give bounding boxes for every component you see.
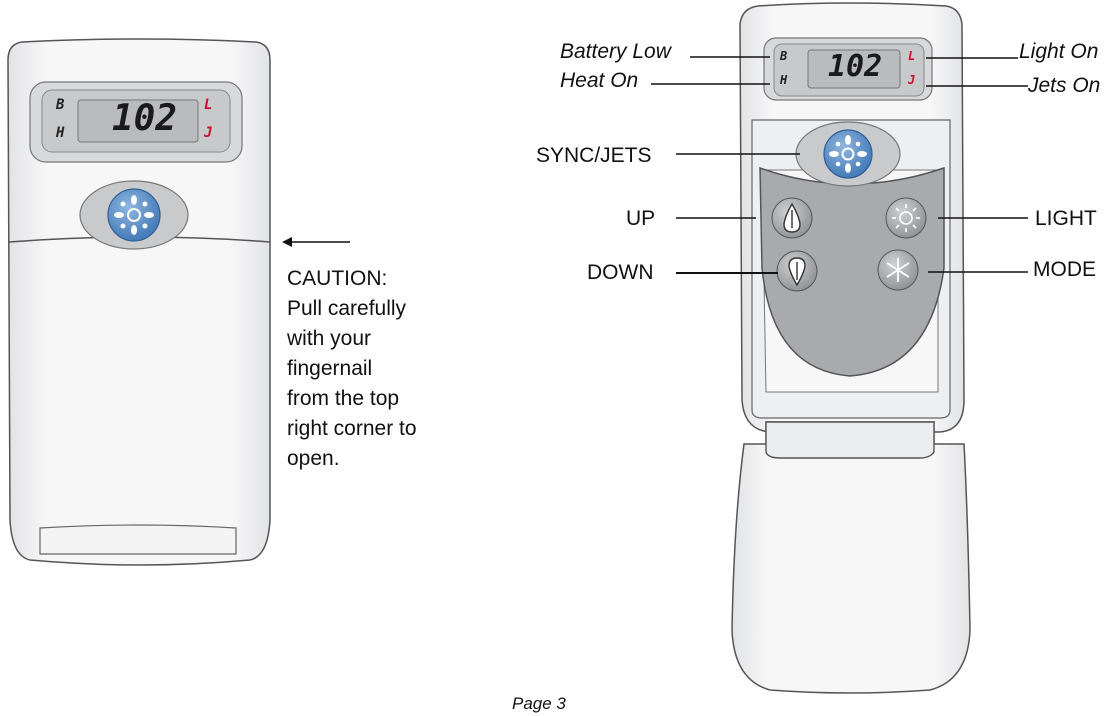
temperature-readout: 102 (112, 98, 178, 139)
up-label: UP (626, 207, 656, 230)
open-cover (731, 443, 971, 694)
up-icon (783, 202, 801, 233)
battery-indicator-open: B (780, 49, 788, 63)
open-remote (731, 2, 971, 694)
caution-title: CAUTION: (287, 267, 388, 290)
heat-on-label: Heat On (560, 69, 639, 92)
light-icon (892, 204, 920, 232)
temperature-readout-open: 102 (828, 49, 883, 84)
caution-line: from the top (287, 387, 400, 410)
sync-jets-button-open[interactable] (823, 129, 873, 179)
caution-line: Pull carefully (287, 297, 407, 320)
light-indicator: L (204, 97, 213, 113)
page-number: Page 3 (512, 694, 566, 713)
jets-on-label: Jets On (1028, 74, 1101, 97)
lcd-screen-open (807, 49, 901, 89)
sync-jets-icon (829, 135, 867, 173)
jets-indicator-open: J (908, 73, 916, 87)
battery-low-label: Battery Low (560, 40, 671, 63)
caution-note: CAUTION: Pull carefully with your finger… (287, 264, 457, 474)
sync-jets-label: SYNC/JETS (536, 144, 652, 167)
caution-line: with your (287, 327, 372, 350)
callout-lines (651, 56, 1028, 274)
battery-indicator: B (56, 97, 65, 113)
caution-line: open. (287, 447, 340, 470)
down-icon (788, 257, 806, 287)
light-label: LIGHT (1035, 207, 1097, 230)
caution-line: fingernail (287, 357, 373, 380)
heat-indicator-open: H (780, 73, 788, 87)
down-label: DOWN (587, 261, 654, 284)
caution-line: right corner to (287, 417, 417, 440)
light-indicator-open: L (908, 49, 916, 63)
lcd-screen (77, 99, 199, 143)
sync-jets-button[interactable] (107, 188, 161, 242)
closed-remote (7, 38, 271, 566)
sync-jets-icon (114, 195, 154, 235)
jets-indicator: J (204, 125, 213, 141)
heat-indicator: H (56, 125, 65, 141)
mode-icon (886, 258, 910, 282)
light-on-label: Light On (1019, 40, 1099, 63)
mode-label: MODE (1033, 258, 1096, 281)
arrow-left-icon (282, 237, 350, 247)
